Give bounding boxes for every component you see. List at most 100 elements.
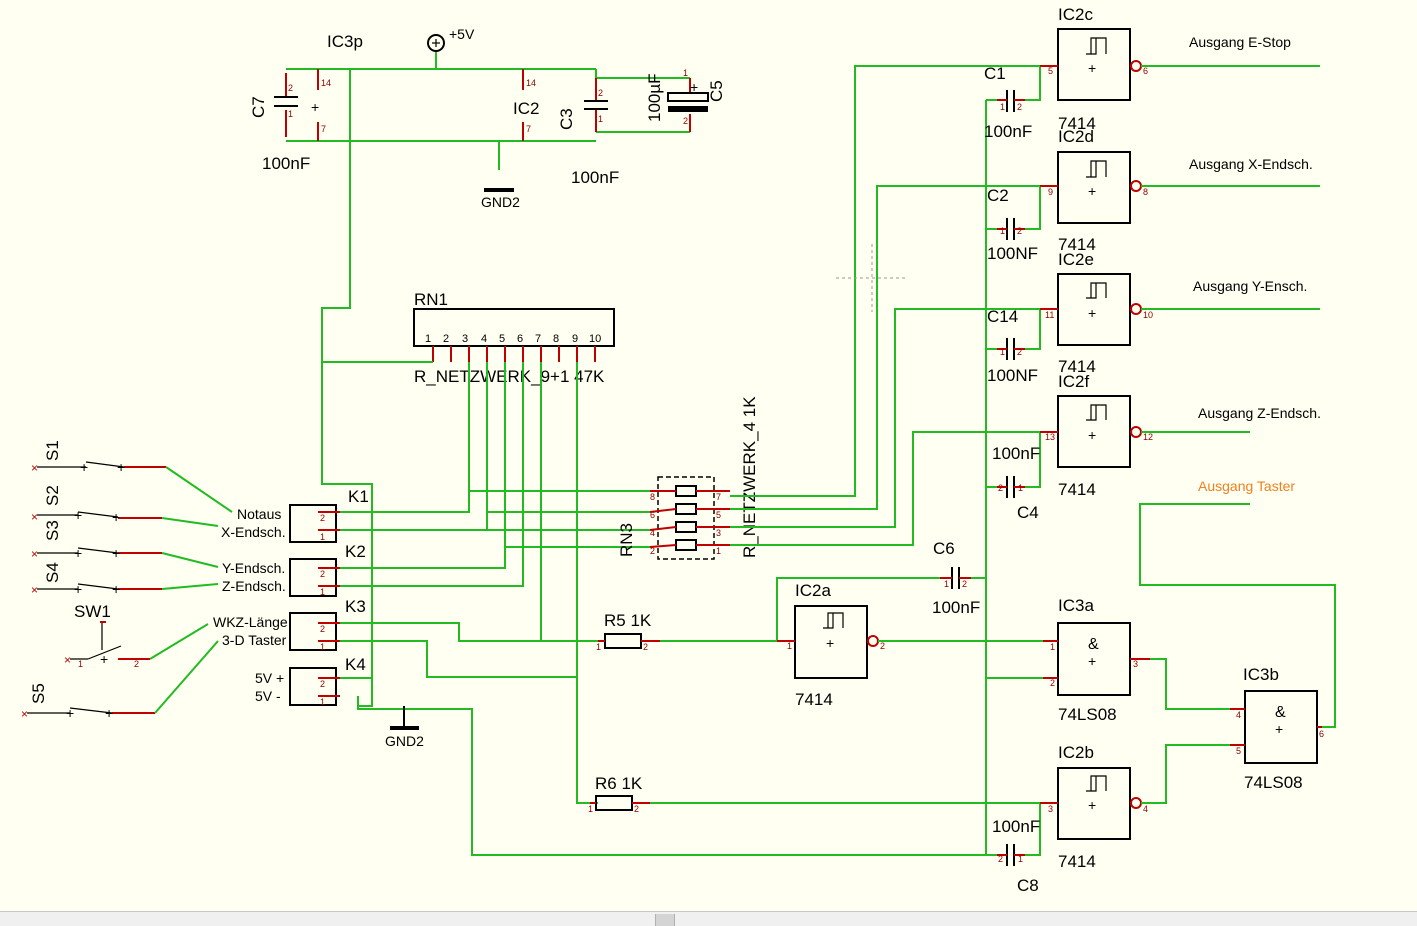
capacitor-c7[interactable]: 2 1 C7 100nF + (249, 73, 319, 173)
origin-cross: + (74, 507, 82, 523)
capacitor-c4[interactable]: 2 1 100nF C4 (992, 432, 1041, 522)
gnd-bottom-label: GND2 (385, 733, 424, 749)
terminal-x: × (21, 707, 28, 721)
ground-symbol-top[interactable]: GND2 (481, 188, 520, 210)
switch-s4[interactable]: S4 + + × (31, 562, 219, 597)
pin-label: 3 (1048, 804, 1053, 814)
c4-label: C4 (1017, 503, 1039, 522)
r6-label: R6 1K (595, 774, 643, 793)
pin-label: 9 (572, 333, 578, 345)
origin-cross: + (112, 581, 120, 597)
pin-label: 5 (716, 510, 721, 520)
resistor-r5[interactable]: 1 2 R5 1K (596, 611, 777, 652)
pin-label: 1 (944, 579, 949, 589)
gate-ic2b[interactable]: + 3 4 IC2b 7414 (1040, 743, 1230, 871)
connector-k3[interactable]: 2 1 K3 WKZ-Länge 3-D Taster (213, 597, 366, 652)
y-endsch-label: Y-Endsch. (222, 560, 285, 576)
terminal-x: × (31, 547, 38, 561)
ic2e-type: 7414 (1058, 357, 1096, 376)
pin-label: 8 (1143, 187, 1148, 197)
ground-symbol-bottom[interactable]: GND2 (385, 706, 424, 749)
capacitor-c5[interactable]: 1 2 + 100µF C5 (645, 68, 726, 132)
pin-label: 2 (998, 483, 1003, 493)
pin-label: 7 (716, 492, 721, 502)
pin-label: 2 (1017, 226, 1022, 236)
capacitor-c14[interactable]: 1 2 C14 100NF (987, 307, 1041, 385)
origin-cross: + (112, 509, 120, 525)
ic2-power[interactable]: 14 7 IC2 (513, 69, 539, 141)
and-symbol: & (1088, 636, 1099, 653)
switch-s5[interactable]: S5 + + × (21, 640, 219, 721)
pin-label: 2 (598, 88, 603, 98)
pin-label: 7 (535, 333, 541, 345)
origin-cross: + (80, 459, 88, 475)
capacitor-c2[interactable]: 1 2 C2 100NF (987, 186, 1041, 263)
origin-cross: + (1088, 183, 1096, 199)
supply-plus5v[interactable]: +5V (427, 26, 475, 52)
pin-label: 2 (634, 804, 639, 814)
polarity-plus: + (690, 79, 698, 95)
pin-label: 1 (320, 642, 325, 652)
gate-ic2c[interactable]: + 5 6 IC2c 7414 Ausgang E-Stop (1040, 5, 1320, 133)
connector-k2[interactable]: 2 1 K2 Y-Endsch. Z-Endsch. (222, 542, 366, 597)
s4-label: S4 (43, 562, 62, 583)
output-taster-label: Ausgang Taster (1198, 478, 1295, 494)
c8-label: C8 (1017, 876, 1039, 895)
pin-label: 4 (1143, 804, 1148, 814)
output-x-label: Ausgang X-Endsch. (1189, 156, 1313, 172)
connector-k1[interactable]: 2 1 K1 Notaus X-Endsch. (221, 487, 369, 543)
pin-label: 2 (998, 854, 1003, 864)
resistor-network-rn1[interactable]: RN1 R_NETZWERK_9+1 47K 1 2 3 4 5 6 7 8 9… (322, 290, 615, 386)
gate-ic2f[interactable]: + 13 12 IC2f 7414 Ausgang Z-Endsch. (1040, 372, 1321, 499)
s5-label: S5 (29, 683, 48, 704)
pin-label: 1 (78, 659, 83, 669)
c6-value: 100nF (932, 598, 980, 617)
k3-label: K3 (345, 597, 366, 616)
rn3-output-wires (730, 65, 1043, 546)
rn1-pins (432, 346, 596, 362)
pin-label: 2 (880, 641, 885, 651)
wkz-laenge-label: WKZ-Länge (213, 614, 288, 630)
capacitor-c8[interactable]: 2 1 100nF C8 (992, 803, 1041, 895)
switch-s3[interactable]: S3 + + × (31, 520, 219, 568)
switch-s2[interactable]: S2 + + × (31, 485, 219, 527)
pin-label: 2 (320, 569, 325, 579)
horizontal-scrollbar[interactable] (0, 911, 1417, 926)
ic3p-power[interactable]: 14 7 IC3p (317, 32, 363, 141)
pin-label: 1 (288, 109, 293, 119)
pin-label: 1 (787, 641, 792, 651)
pin-label: 2 (1017, 347, 1022, 357)
pin-label: 5 (1236, 746, 1241, 756)
switch-s1[interactable]: S1 + + × (31, 440, 233, 513)
capacitor-c6[interactable]: 1 2 C6 100nF (776, 539, 980, 641)
capacitor-c3[interactable]: 2 1 C3 100nF (557, 78, 619, 187)
ic2a-label: IC2a (795, 581, 831, 600)
switch-sw1[interactable]: SW1 1 2 + × (64, 602, 209, 669)
connector-k4[interactable]: 2 1 K4 5V + 5V - (255, 655, 366, 707)
taster-3d-label: 3-D Taster (222, 632, 287, 648)
pin-label: 1 (320, 587, 325, 597)
capacitor-c1[interactable]: 1 2 C1 100nF (984, 64, 1041, 141)
gate-ic2e[interactable]: + 11 10 IC2e 7414 Ausgang Y-Ensch. (1040, 250, 1320, 376)
origin-cross: + (311, 99, 319, 115)
power-section: 2 1 C7 100nF + 14 7 IC3p +5V 14 7 IC2 (249, 26, 726, 210)
pin-label: 3 (1133, 659, 1138, 669)
pin-label: 2 (683, 116, 688, 126)
pin-label: 12 (1143, 432, 1153, 442)
terminal-x: × (31, 510, 38, 524)
pin-label: 13 (1045, 432, 1055, 442)
pin-label: 6 (1143, 66, 1148, 76)
plus5v-label: +5V (449, 26, 475, 42)
gate-ic2a[interactable]: + 1 2 IC2a 7414 (777, 581, 1043, 709)
origin-cross: + (74, 545, 82, 561)
gate-ic3b[interactable]: & + 4 5 6 IC3b 74LS08 (1230, 665, 1324, 792)
resistor-r6[interactable]: 1 2 R6 1K (588, 774, 1040, 814)
pin-label: 6 (650, 510, 655, 520)
pin-label: 3 (462, 333, 468, 345)
scrollbar-thumb[interactable] (655, 914, 675, 926)
gate-ic3a[interactable]: & + 1 2 3 IC3a 74LS08 (1043, 596, 1230, 724)
gnd-top-label: GND2 (481, 194, 520, 210)
resistor-network-rn3[interactable]: 8 6 4 2 7 5 3 1 RN3 R_NETZWERK_4 1K (617, 396, 759, 560)
gate-ic2d[interactable]: + 9 8 IC2d 7414 Ausgang X-Endsch. (1040, 127, 1320, 254)
